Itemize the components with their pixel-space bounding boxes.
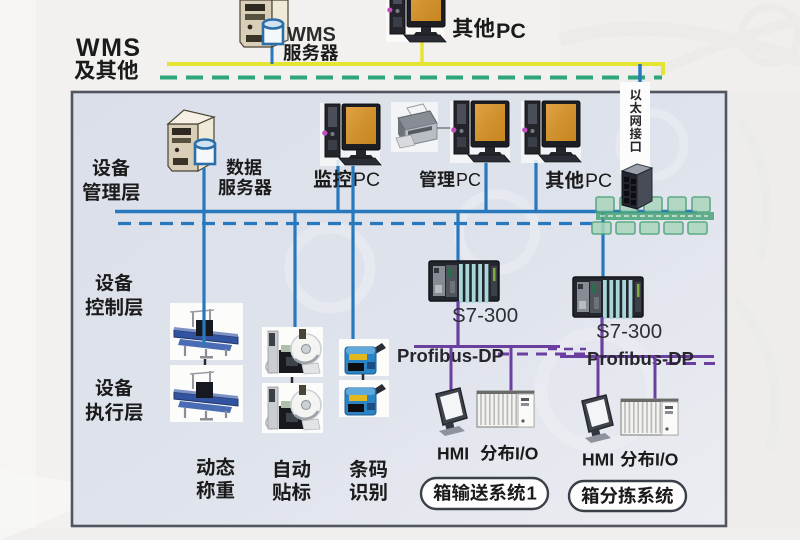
svg-text:I/O: I/O — [515, 443, 538, 463]
svg-text:Profibus-DP: Profibus-DP — [587, 348, 694, 369]
svg-text:HMI: HMI — [582, 449, 614, 469]
svg-text:WMS: WMS — [76, 34, 142, 62]
svg-text:PC: PC — [585, 170, 612, 192]
svg-text:PC: PC — [353, 169, 380, 191]
svg-text:S7-300: S7-300 — [452, 304, 518, 327]
svg-text:PC: PC — [496, 19, 526, 43]
svg-text:S7-300: S7-300 — [596, 320, 662, 343]
svg-text:PC: PC — [456, 170, 481, 190]
svg-text:HMI: HMI — [437, 443, 469, 463]
svg-text:I/O: I/O — [655, 449, 678, 469]
svg-text:1: 1 — [527, 482, 537, 503]
svg-text:WMS: WMS — [287, 24, 336, 46]
